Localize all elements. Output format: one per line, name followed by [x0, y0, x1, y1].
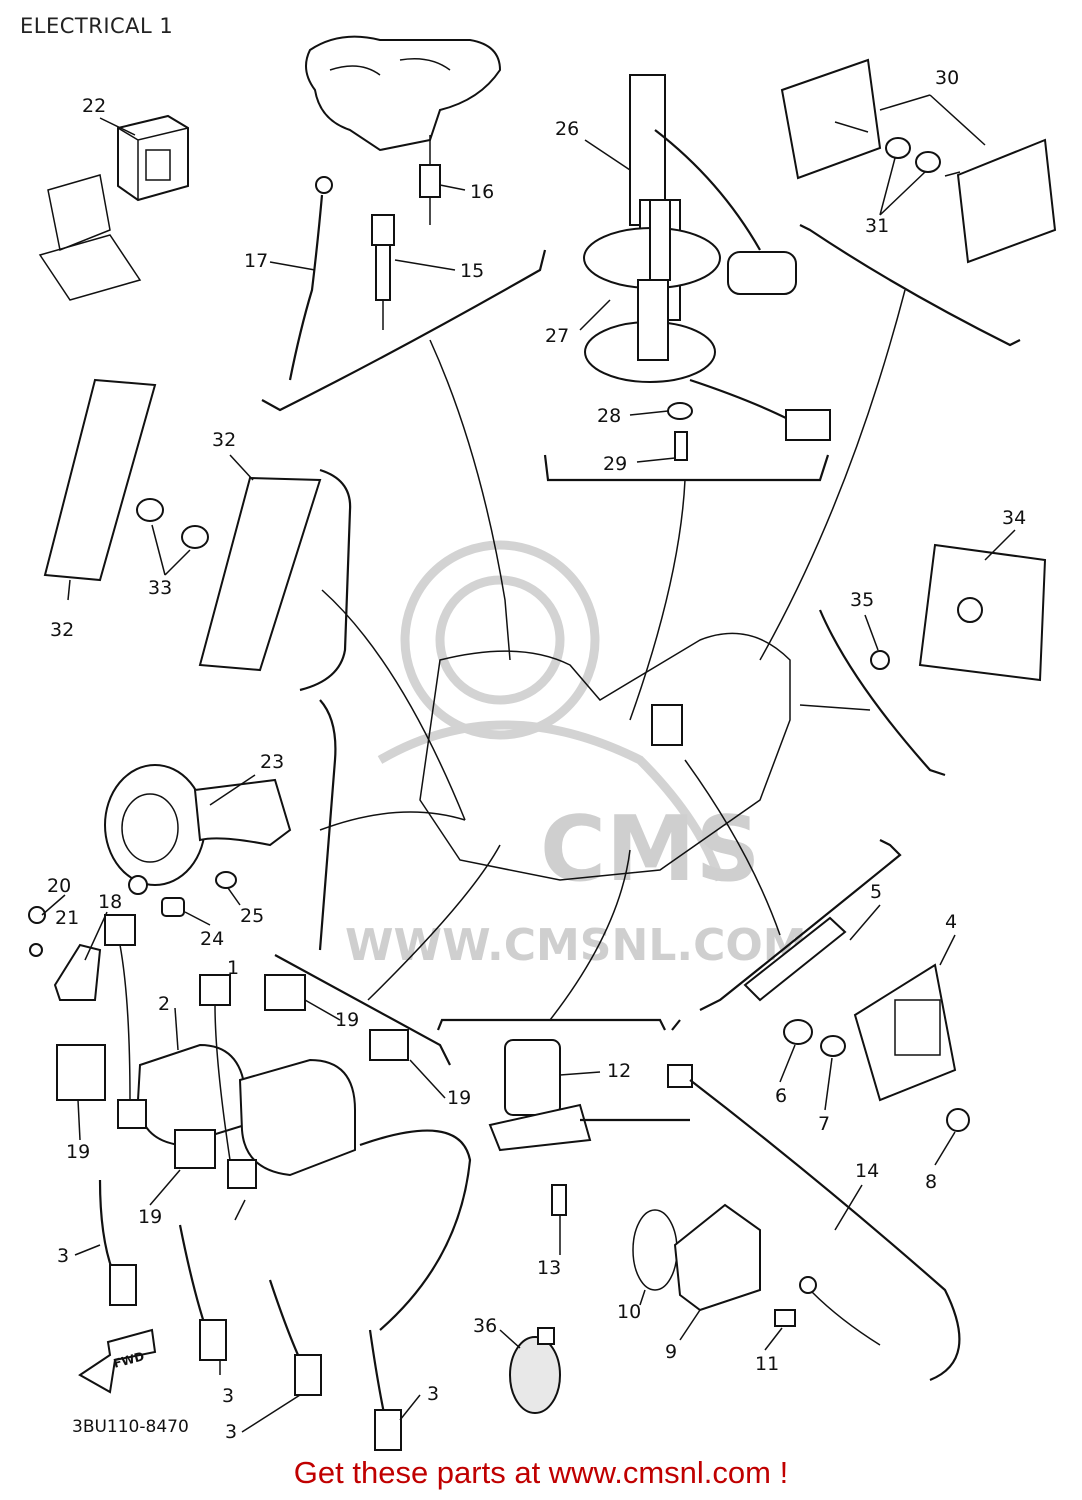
- diagram-title: ELECTRICAL 1: [20, 14, 174, 38]
- callout-15: 15: [460, 260, 484, 282]
- callout-30: 30: [935, 67, 959, 89]
- callout-27: 27: [545, 325, 569, 347]
- callout-32a: 32: [212, 429, 236, 451]
- clamp-36: [509, 1327, 561, 1414]
- callout-3c: 3: [225, 1421, 237, 1443]
- starter-relay-12-13: [436, 849, 690, 1216]
- callout-1: 1: [227, 957, 239, 979]
- ignition-coils-1-2: [28, 844, 501, 1189]
- relay-part-22: [38, 114, 189, 301]
- callout-3a: 3: [57, 1245, 69, 1267]
- cmsnl-banner-link[interactable]: Get these parts at www.cmsnl.com !: [293, 1455, 789, 1490]
- horn-23-25: [104, 699, 466, 951]
- callout-2: 2: [158, 993, 170, 1015]
- callout-22: 22: [82, 95, 106, 117]
- callout-36: 36: [473, 1315, 497, 1337]
- callout-6: 6: [775, 1085, 787, 1107]
- watermark-url: WWW.CMSNL.COM: [345, 920, 807, 971]
- callout-16: 16: [470, 181, 494, 203]
- callout-3b: 3: [222, 1385, 234, 1407]
- fwd-arrow: FWD: [78, 1328, 157, 1394]
- callout-9: 9: [665, 1341, 677, 1363]
- callout-34: 34: [1002, 507, 1026, 529]
- callout-4: 4: [945, 911, 957, 933]
- fuel-sender-26-29: [543, 74, 831, 721]
- callout-29: 29: [603, 453, 627, 475]
- callout-7: 7: [818, 1113, 830, 1135]
- callout-25: 25: [240, 905, 264, 927]
- diagram-reference-number: 3BU110-8470: [72, 1417, 189, 1437]
- callout-19b: 19: [447, 1087, 471, 1109]
- callout-8: 8: [925, 1171, 937, 1193]
- callout-14: 14: [855, 1160, 879, 1182]
- callout-17: 17: [244, 250, 268, 272]
- callout-3d: 3: [427, 1383, 439, 1405]
- callout-12: 12: [607, 1060, 631, 1082]
- watermark-brand: CMS: [540, 797, 760, 902]
- callout-21: 21: [55, 907, 79, 929]
- reflector-group-32-33: [43, 378, 466, 821]
- callout-19c: 19: [66, 1141, 90, 1163]
- callout-18: 18: [98, 891, 122, 913]
- reflector-group-30-31: [759, 58, 1057, 661]
- callout-28: 28: [597, 405, 621, 427]
- callout-labels: 1 2 3 3 3 3 4 5 6 7 8 9 10 11 12 13 14 1…: [47, 67, 1026, 1443]
- callout-11: 11: [755, 1353, 779, 1375]
- callout-20: 20: [47, 875, 71, 897]
- cdi-unit-4-8: [667, 759, 970, 1382]
- callout-24: 24: [200, 928, 224, 950]
- callout-13: 13: [537, 1257, 561, 1279]
- callout-5: 5: [870, 881, 882, 903]
- leader-lines: [41, 94, 1016, 1433]
- callout-23: 23: [260, 751, 284, 773]
- callout-26: 26: [555, 118, 579, 140]
- callout-19d: 19: [138, 1206, 162, 1228]
- frame-sketch: [419, 632, 791, 881]
- sensor-9-11: [632, 1203, 881, 1346]
- watermark: CMS WWW.CMSNL.COM: [345, 540, 807, 971]
- callout-10: 10: [617, 1301, 641, 1323]
- callout-33: 33: [148, 577, 172, 599]
- tail-light-34-35: [799, 543, 1047, 777]
- plug-leads-3: [98, 1129, 472, 1451]
- callout-31: 31: [865, 215, 889, 237]
- callout-19a: 19: [335, 1009, 359, 1031]
- callout-35: 35: [850, 589, 874, 611]
- callout-32b: 32: [50, 619, 74, 641]
- sensor-group-15-17: [261, 35, 547, 661]
